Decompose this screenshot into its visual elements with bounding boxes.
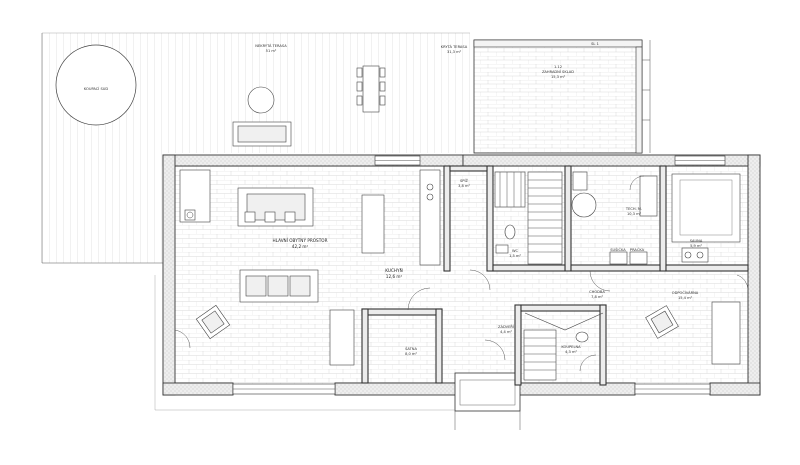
- room-name-tech: TECH. M.: [625, 207, 642, 211]
- room-name-nekryta-terasa: NEKRYTÁ TERASA: [255, 43, 287, 48]
- room-code-sklad: 1.12: [554, 65, 562, 69]
- windows: [232, 155, 726, 395]
- label-pracka: PRAČKA: [630, 247, 645, 252]
- room-name-sklad: ZAHRADNÍ SKLAD: [542, 69, 574, 74]
- room-area-odpocivarna: 15,4 m²: [678, 296, 693, 300]
- hot-tub-label: KOUPACÍ SUD: [84, 86, 109, 91]
- room-area-zadveri: 4,4 m²: [500, 330, 512, 334]
- room-name-kryta-terasa: KRYTÁ TERASA: [441, 44, 468, 49]
- kitchen-furniture: [179, 169, 441, 266]
- room-name-zadveri: ZÁDVEŘÍ: [498, 324, 514, 329]
- room-name-odpocivarna: ODPOČÍVÁRNA: [672, 290, 699, 295]
- room-area-sauna: 5,9 m²: [690, 244, 702, 248]
- room-name-obyvaci: HLAVNÍ OBYTNÝ PROSTOR: [273, 238, 328, 243]
- room-area-kuchyn: 12,6 m²: [386, 274, 403, 279]
- bathroom-fixtures: [523, 312, 604, 381]
- room-name-satna: ŠATNA: [405, 346, 417, 351]
- hot-tub: [55, 44, 137, 126]
- room-name-koupelna: KOUPELNA: [561, 345, 581, 349]
- label-sl1: SL 1: [591, 42, 599, 46]
- room-area-sklad: 15,3 m²: [551, 75, 566, 79]
- entrance-porch: [454, 372, 521, 430]
- room-area-koupelna: 4,3 m²: [565, 350, 577, 354]
- room-name-spiz: SPÍŽ: [460, 178, 469, 183]
- room-area-obyvaci: 42,2 m²: [292, 244, 309, 249]
- staircase: [494, 171, 563, 265]
- room-name-sauna: SAUNA: [690, 239, 703, 243]
- room-area-wc: 1,5 m²: [509, 254, 521, 258]
- sauna-benches: [671, 173, 741, 263]
- interior-walls: [361, 165, 749, 386]
- room-area-spiz: 3,8 m²: [458, 184, 470, 188]
- label-susicka: SUŠIČKA: [610, 247, 626, 252]
- garden-storage: [473, 39, 651, 154]
- room-name-chodba: CHODBA: [589, 290, 605, 294]
- terrace-furniture: [232, 65, 386, 147]
- room-name-wc: WC: [512, 249, 519, 253]
- wc-fixtures: [495, 224, 516, 254]
- room-name-kuchyn: KUCHYŇ: [385, 268, 402, 273]
- tech-fixtures: [571, 171, 658, 265]
- room-area-nekryta-terasa: 51 m²: [266, 49, 277, 53]
- lounge-furniture: [645, 301, 741, 365]
- outer-walls: [162, 154, 761, 396]
- room-area-tech: 10,3 m²: [627, 212, 642, 216]
- room-area-satna: 8,0 m²: [405, 352, 417, 356]
- living-furniture: [195, 269, 355, 366]
- door-swings: [174, 175, 749, 372]
- room-area-chodba: 7,8 m²: [591, 295, 603, 299]
- room-area-kryta-terasa: 31,3 m²: [447, 50, 462, 54]
